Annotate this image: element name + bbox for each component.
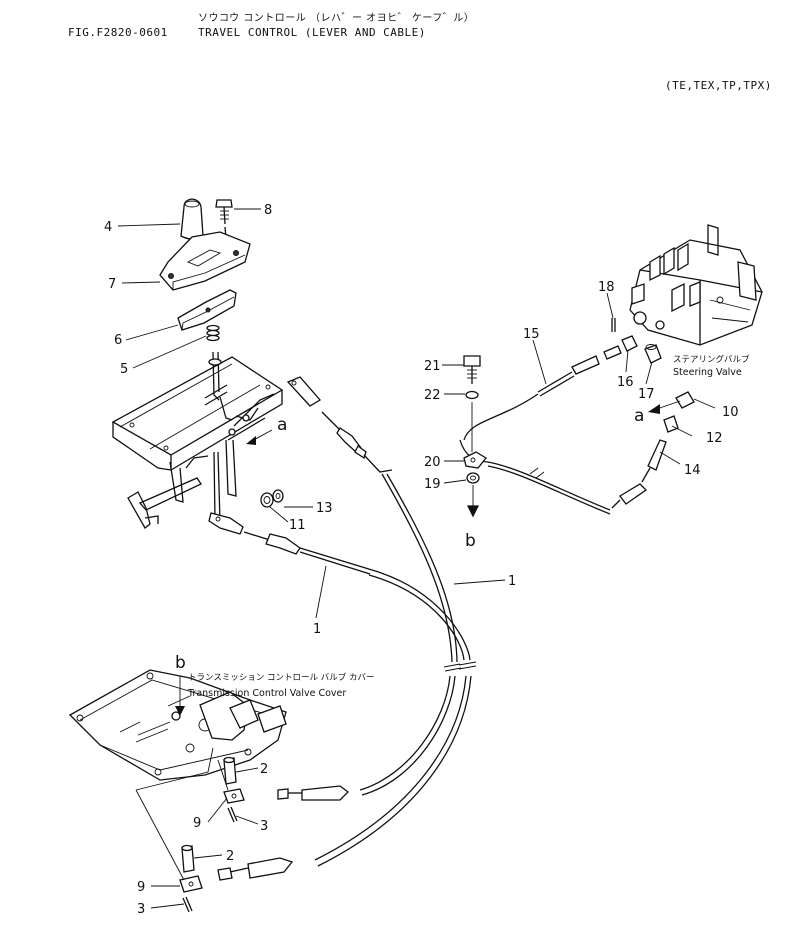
control-cable-lower[interactable] bbox=[217, 531, 472, 881]
clamp-20-part[interactable] bbox=[463, 451, 487, 469]
nut-19-part[interactable] bbox=[466, 472, 480, 484]
bolt-part[interactable] bbox=[215, 199, 233, 239]
steering-valve-label-jp: ステアリングバルブ bbox=[673, 354, 750, 365]
callout-8: 8 bbox=[264, 203, 272, 218]
callout-16: 16 bbox=[617, 375, 634, 390]
callout-6: 6 bbox=[114, 333, 122, 348]
spring-part[interactable] bbox=[206, 324, 220, 342]
leader-lines bbox=[117, 208, 716, 909]
callout-7: 7 bbox=[108, 277, 116, 292]
callout-18: 18 bbox=[598, 280, 615, 295]
reference-arrow-a-left bbox=[246, 429, 273, 445]
plate-part[interactable] bbox=[177, 289, 237, 331]
callout-5: 5 bbox=[120, 362, 128, 377]
callout-12: 12 bbox=[706, 431, 723, 446]
callout-11: 11 bbox=[289, 518, 306, 533]
knob-part[interactable] bbox=[180, 198, 204, 240]
lever-cover-part[interactable] bbox=[159, 231, 251, 291]
reference-arrow-a-right bbox=[648, 400, 681, 414]
nut-part[interactable] bbox=[260, 492, 274, 508]
cap-part[interactable] bbox=[644, 344, 662, 364]
cotter-lower-part[interactable] bbox=[182, 896, 193, 913]
callout-3-upper: 3 bbox=[260, 819, 268, 834]
pin-upper-part[interactable] bbox=[223, 756, 237, 785]
callout-1-lower: 1 bbox=[313, 622, 321, 637]
steering-cable[interactable] bbox=[459, 345, 648, 515]
cotter-upper-part[interactable] bbox=[227, 806, 238, 823]
japanese-title: ソウコウ コントロール （レハ゛ー オヨヒ゛ ケーフ゛ル） bbox=[198, 13, 475, 24]
callout-3-lower: 3 bbox=[137, 902, 145, 917]
control-cable-upper[interactable] bbox=[277, 411, 458, 801]
callout-10: 10 bbox=[722, 405, 739, 420]
joint-nut-part[interactable] bbox=[621, 335, 638, 352]
callout-19: 19 bbox=[424, 477, 441, 492]
trans-cover-label-en: Transmission Control Valve Cover bbox=[187, 688, 346, 699]
ref-b-valve: b bbox=[465, 531, 476, 551]
trans-cover-label-jp: トランスミッション コントロール バルブ カバー bbox=[188, 672, 374, 683]
bolt-21-part[interactable] bbox=[463, 355, 481, 384]
callout-17: 17 bbox=[638, 387, 655, 402]
model-applicability: (TE,TEX,TP,TPX) bbox=[665, 79, 772, 92]
callout-15: 15 bbox=[523, 327, 540, 342]
steering-valve-part[interactable] bbox=[629, 224, 763, 346]
joint-fitting-part[interactable] bbox=[675, 391, 695, 409]
callout-13: 13 bbox=[316, 501, 333, 516]
callout-9-upper: 9 bbox=[193, 816, 201, 831]
callout-14: 14 bbox=[684, 463, 701, 478]
callout-4: 4 bbox=[104, 220, 112, 235]
cable-clevis-part[interactable] bbox=[208, 376, 321, 535]
clip-upper-part[interactable] bbox=[223, 788, 245, 804]
callout-21: 21 bbox=[424, 359, 441, 374]
cotter-pin-part[interactable] bbox=[611, 318, 616, 332]
callout-20: 20 bbox=[424, 455, 441, 470]
lever-assembly bbox=[111, 198, 321, 535]
washer-22-part[interactable] bbox=[465, 390, 479, 400]
figure-code: FIG.F2820-0601 bbox=[68, 26, 168, 39]
callout-2-lower: 2 bbox=[226, 849, 234, 864]
rod-end-part[interactable] bbox=[641, 439, 667, 483]
ref-a-left: a bbox=[277, 415, 287, 435]
steering-valve-label-en: Steering Valve bbox=[673, 367, 742, 378]
washer-part[interactable] bbox=[272, 489, 284, 503]
lever-base-part[interactable] bbox=[111, 351, 284, 529]
figure-title: TRAVEL CONTROL (LEVER AND CABLE) bbox=[198, 26, 426, 39]
clip-lower-part[interactable] bbox=[179, 875, 203, 893]
transmission-cover-part[interactable] bbox=[68, 669, 287, 781]
callout-22: 22 bbox=[424, 388, 441, 403]
callout-1-upper: 1 bbox=[508, 574, 516, 589]
reference-arrow-b-cover bbox=[175, 676, 185, 716]
lock-nut-part[interactable] bbox=[663, 415, 679, 433]
pin-lower-part[interactable] bbox=[181, 844, 195, 873]
ref-a-right: a bbox=[634, 406, 644, 426]
callout-9-lower: 9 bbox=[137, 880, 145, 895]
ref-b-cover: b bbox=[175, 653, 186, 673]
callout-2-upper: 2 bbox=[260, 762, 268, 777]
